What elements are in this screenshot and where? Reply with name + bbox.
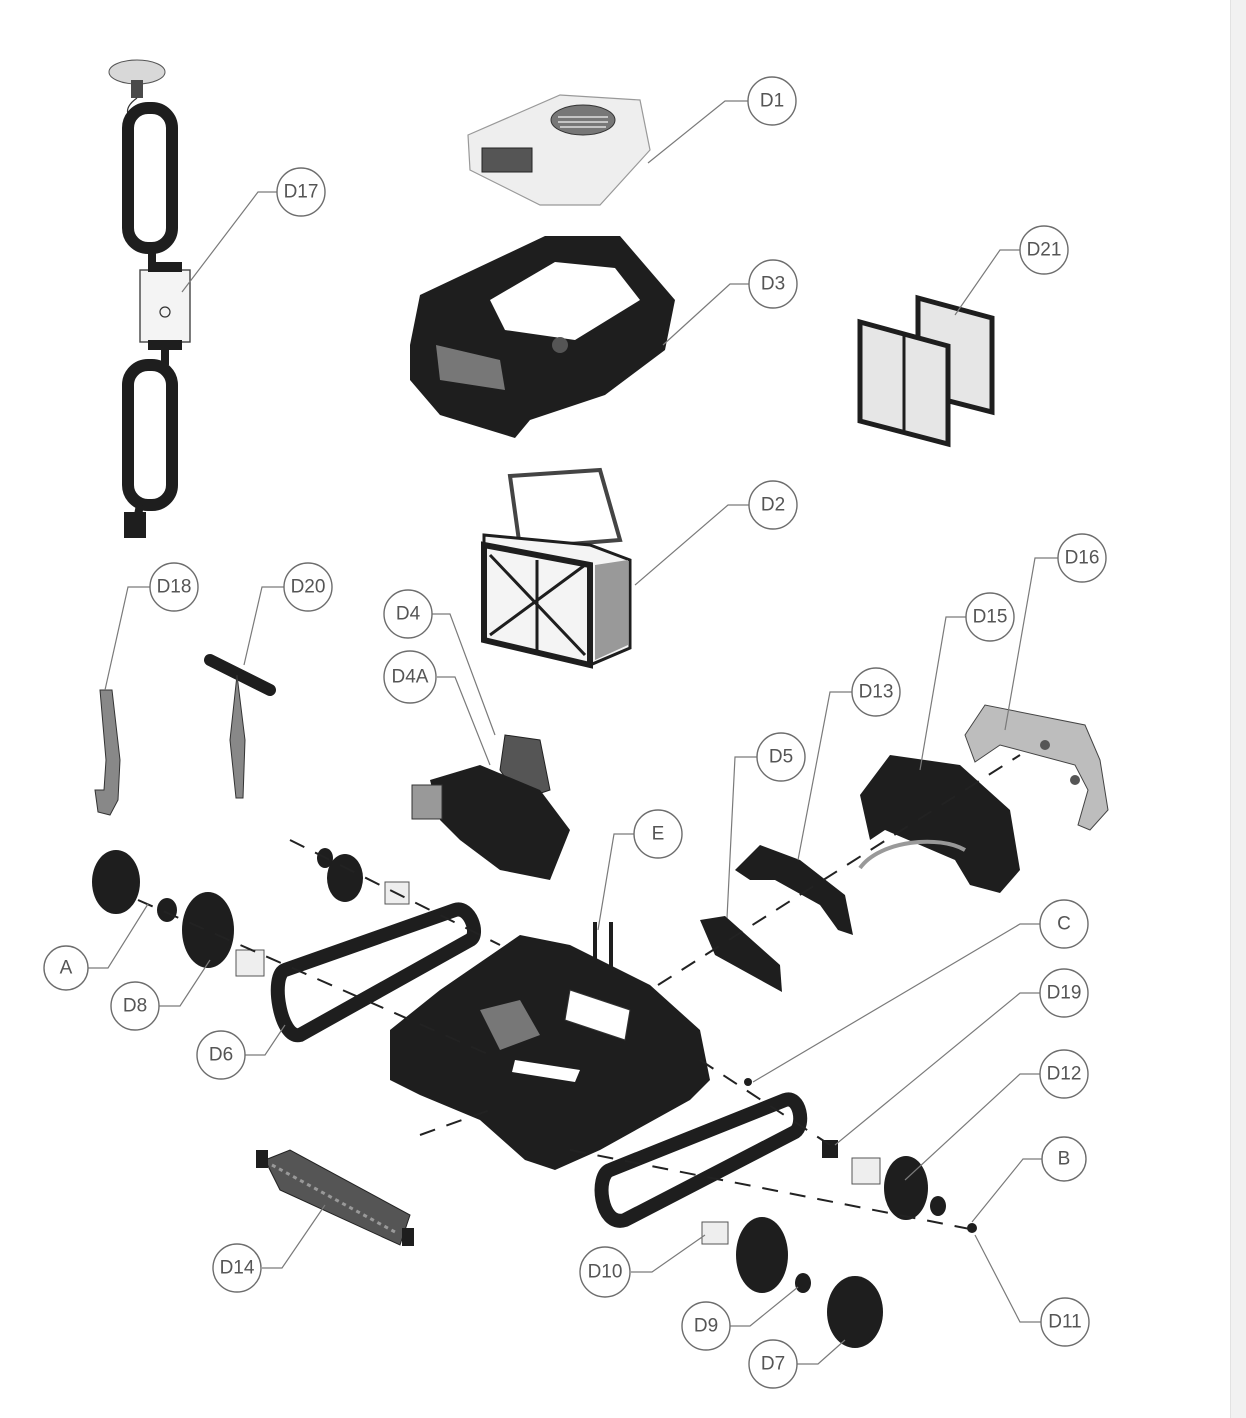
callout-d19: D19 <box>1039 968 1089 1018</box>
callout-d5: D5 <box>756 732 806 782</box>
callout-label: D13 <box>859 682 894 703</box>
filter-panels-part <box>857 294 995 448</box>
filter-basket-part <box>481 467 632 669</box>
callout-d7: D7 <box>748 1339 798 1389</box>
right-track-part <box>594 1092 808 1228</box>
callout-label: D19 <box>1047 983 1082 1004</box>
callout-d6: D6 <box>196 1030 246 1080</box>
callout-label: A <box>60 958 73 979</box>
callout-label: D2 <box>761 495 785 516</box>
left-wheel-assembly <box>92 848 410 977</box>
callout-d20: D20 <box>283 562 333 612</box>
screw-parts <box>593 922 752 1086</box>
chassis-part <box>390 935 710 1170</box>
callout-label: D11 <box>1048 1312 1081 1333</box>
callout-label: D4 <box>396 604 421 625</box>
callout-d8: D8 <box>110 981 160 1031</box>
callout-label: D5 <box>769 747 793 768</box>
callout-label: D8 <box>123 996 147 1017</box>
callout-label: B <box>1058 1149 1071 1170</box>
callout-d3: D3 <box>748 259 798 309</box>
top-lid-part <box>467 94 651 206</box>
callout-d21: D21 <box>1019 225 1069 275</box>
callout-label: D15 <box>973 607 1008 628</box>
callout-label: D10 <box>588 1262 623 1283</box>
callout-d4a: D4A <box>383 650 437 704</box>
callout-d16: D16 <box>1057 533 1107 583</box>
pump-motor-part <box>411 734 570 880</box>
callout-d13: D13 <box>851 667 901 717</box>
callout-label: D20 <box>291 577 326 598</box>
callout-d17: D17 <box>276 167 326 217</box>
callout-label: C <box>1057 914 1071 935</box>
back-plate-part <box>964 704 1109 831</box>
callout-d11: D11 <box>1040 1297 1090 1347</box>
callout-label: D9 <box>694 1316 718 1337</box>
power-cable-part <box>108 59 191 538</box>
callout-d1: D1 <box>747 76 797 126</box>
right-wheel-assembly <box>701 1140 977 1348</box>
callout-d14: D14 <box>212 1243 262 1293</box>
callout-c: C <box>1039 899 1089 949</box>
callout-label: D21 <box>1027 240 1062 261</box>
callout-d2: D2 <box>748 480 798 530</box>
callout-label: D18 <box>157 577 192 598</box>
callout-d4: D4 <box>383 589 433 639</box>
callout-d12: D12 <box>1039 1049 1089 1099</box>
callout-label: D7 <box>761 1354 785 1375</box>
callout-d18: D18 <box>149 562 199 612</box>
handle-part <box>735 845 853 935</box>
callout-label: D1 <box>760 91 784 112</box>
callout-d10: D10 <box>579 1246 631 1298</box>
callout-label: E <box>652 824 665 845</box>
caddy-handle-part <box>204 654 276 799</box>
callout-b: B <box>1041 1136 1087 1182</box>
page-edge-strip <box>1230 0 1246 1418</box>
callout-label: D14 <box>220 1258 255 1279</box>
brush-roller-part <box>256 1149 414 1246</box>
callout-label: D6 <box>209 1045 233 1066</box>
callout-d9: D9 <box>681 1301 731 1351</box>
callout-e: E <box>633 809 683 859</box>
callout-label: D4A <box>392 667 429 688</box>
leader-lines <box>88 100 1058 1365</box>
front-flap-part <box>700 916 782 992</box>
callout-label: D12 <box>1047 1064 1082 1085</box>
caddy-hook-part <box>94 689 121 816</box>
callout-label: D16 <box>1065 548 1100 569</box>
callout-label: D3 <box>761 274 785 295</box>
assembly-axes <box>137 754 1021 1231</box>
motor-housing-part <box>858 755 1020 893</box>
callout-d15: D15 <box>965 592 1015 642</box>
callout-a: A <box>43 945 89 991</box>
callout-label: D17 <box>284 182 319 203</box>
body-cover-part <box>410 236 675 438</box>
left-track-part <box>270 902 481 1043</box>
